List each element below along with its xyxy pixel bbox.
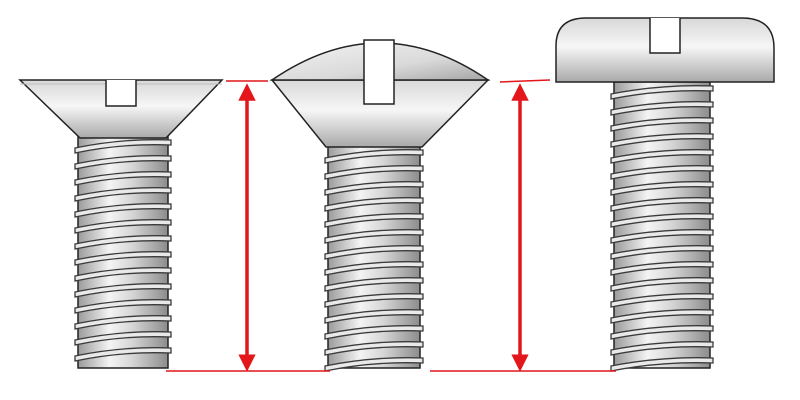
thread-crest-1-2 xyxy=(74,155,172,170)
pan-head-slot xyxy=(649,18,681,54)
thread-crest-3-13 xyxy=(610,277,714,292)
thread-crest-2-10 xyxy=(324,293,424,308)
thread-crest-1-3 xyxy=(74,171,172,186)
thread-crest-1-7 xyxy=(74,235,172,250)
thread-crest-3-10 xyxy=(610,229,714,244)
thread-crest-3-18 xyxy=(610,357,714,372)
flat-head-cap xyxy=(18,79,224,139)
pan-head-threads xyxy=(610,85,714,372)
thread-crest-1-9 xyxy=(74,267,172,282)
thread-crest-3-9 xyxy=(610,213,714,228)
thread-crest-3-11 xyxy=(610,245,714,260)
thread-crest-1-14 xyxy=(74,347,172,362)
thread-crest-3-5 xyxy=(610,149,714,164)
thread-crest-2-6 xyxy=(324,229,424,244)
thread-crest-1-5 xyxy=(74,203,172,218)
thread-crest-3-17 xyxy=(610,341,714,356)
thread-crest-1-10 xyxy=(74,283,172,298)
thread-crest-2-11 xyxy=(324,309,424,324)
thread-crest-2-14 xyxy=(324,357,424,372)
thread-crest-3-4 xyxy=(610,133,714,148)
length-marker-pan xyxy=(430,79,616,372)
thread-crest-1-8 xyxy=(74,251,172,266)
thread-crest-2-2 xyxy=(324,165,424,180)
flat-head-threads xyxy=(74,139,172,362)
thread-crest-3-7 xyxy=(610,181,714,196)
thread-crest-2-3 xyxy=(324,181,424,196)
pan-head-screw xyxy=(555,17,775,372)
oval-head-slot xyxy=(363,39,395,105)
thread-crest-1-6 xyxy=(74,219,172,234)
oval-head-threads xyxy=(324,149,424,372)
thread-crest-2-8 xyxy=(324,261,424,276)
flat-head-screw xyxy=(18,79,224,369)
thread-crest-3-6 xyxy=(610,165,714,180)
thread-crest-3-12 xyxy=(610,261,714,276)
thread-crest-1-11 xyxy=(74,299,172,314)
oval-head-screw xyxy=(269,39,491,372)
thread-crest-3-8 xyxy=(610,197,714,212)
thread-crest-3-16 xyxy=(610,325,714,340)
thread-crest-2-13 xyxy=(324,341,424,356)
thread-crest-3-2 xyxy=(610,101,714,116)
length-marker-flat-oval xyxy=(166,80,330,372)
top-reference-line-2 xyxy=(499,79,551,83)
thread-crest-1-13 xyxy=(74,331,172,346)
thread-crest-2-4 xyxy=(324,197,424,212)
thread-crest-2-7 xyxy=(324,245,424,260)
thread-crest-3-15 xyxy=(610,309,714,324)
flat-head-slot xyxy=(105,80,137,107)
thread-crest-1-4 xyxy=(74,187,172,202)
thread-crest-3-3 xyxy=(610,117,714,132)
thread-crest-2-9 xyxy=(324,277,424,292)
thread-crest-1-1 xyxy=(74,139,172,154)
thread-crest-2-1 xyxy=(324,149,424,164)
thread-crest-3-1 xyxy=(610,85,714,100)
thread-crest-1-12 xyxy=(74,315,172,330)
thread-crest-2-5 xyxy=(324,213,424,228)
thread-crest-2-12 xyxy=(324,325,424,340)
thread-crest-3-14 xyxy=(610,293,714,308)
